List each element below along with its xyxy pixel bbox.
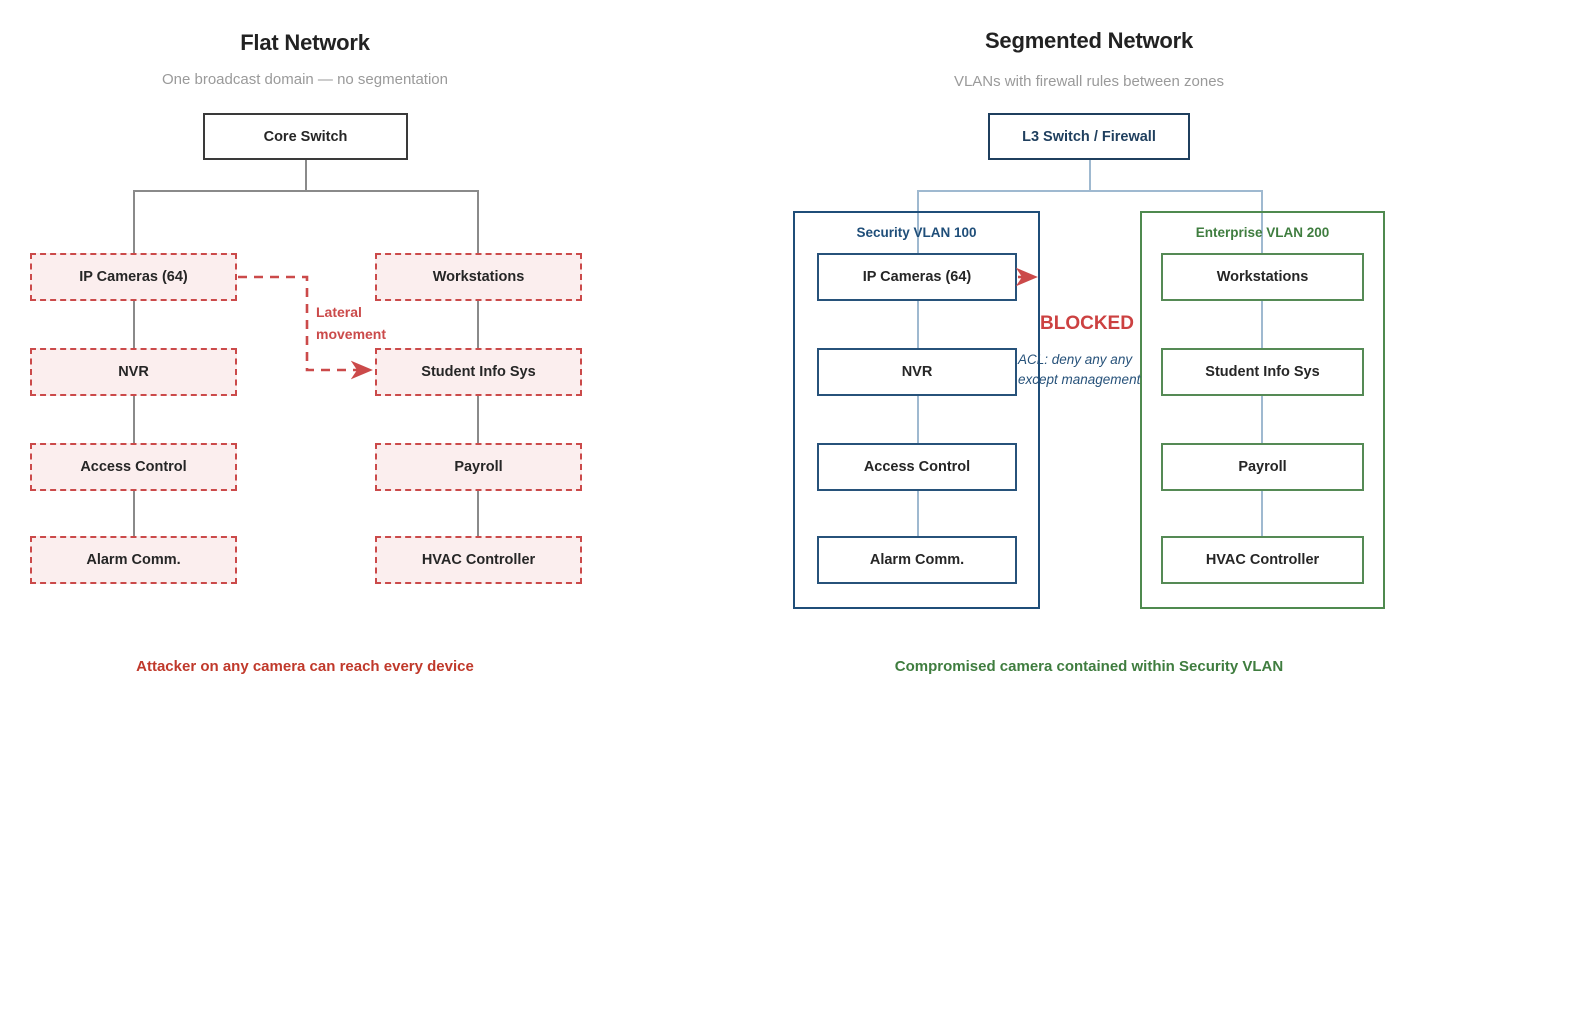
lateral-movement-line2: movement <box>316 325 387 342</box>
node-nvr[interactable]: NVR <box>30 348 237 396</box>
acl-line1: ACL: deny any any <box>1018 352 1133 367</box>
node-access-control[interactable]: Access Control <box>30 443 237 491</box>
node-sec-nvr[interactable]: NVR <box>817 348 1017 396</box>
node-hvac-controller[interactable]: HVAC Controller <box>375 536 582 584</box>
node-sec-alarm-comm[interactable]: Alarm Comm. <box>817 536 1017 584</box>
connector-sec-1 <box>917 301 919 348</box>
connector-ent-2 <box>1261 396 1263 443</box>
connector-right-3 <box>477 490 479 536</box>
node-l3-switch-firewall[interactable]: L3 Switch / Firewall <box>988 113 1190 160</box>
connector-ent-3 <box>1261 490 1263 536</box>
connector-right-2 <box>477 396 479 443</box>
connector-seg-bus-left <box>917 190 919 254</box>
vlan-group-security[interactable]: Security VLAN 100 <box>793 211 1040 609</box>
connector-root-down <box>305 160 307 190</box>
connector-sec-2 <box>917 396 919 443</box>
panel-subtitle-flat: One broadcast domain — no segmentation <box>161 71 448 88</box>
connector-bus-right <box>477 190 479 254</box>
annotation-acl-rule: ACL: deny any any except management <box>1018 350 1168 391</box>
node-alarm-comm[interactable]: Alarm Comm. <box>30 536 237 584</box>
node-ent-hvac-controller[interactable]: HVAC Controller <box>1161 536 1364 584</box>
node-sec-ip-cameras[interactable]: IP Cameras (64) <box>817 253 1017 301</box>
panel-segmented-network: Segmented Network VLANs with firewall ru… <box>700 0 1575 720</box>
connector-seg-bus <box>917 190 1262 192</box>
connector-left-2 <box>133 396 135 443</box>
lateral-movement-line1: Lateral <box>316 304 362 320</box>
node-core-switch[interactable]: Core Switch <box>203 113 408 160</box>
node-ent-workstations[interactable]: Workstations <box>1161 253 1364 301</box>
panel-caption-segmented: Compromised camera contained within Secu… <box>894 658 1284 675</box>
connector-right-1 <box>477 301 479 348</box>
panel-caption-flat: Attacker on any camera can reach every d… <box>136 658 474 675</box>
vlan-label-security: Security VLAN 100 <box>856 225 977 240</box>
panel-subtitle-segmented: VLANs with firewall rules between zones <box>953 73 1225 90</box>
connector-sec-3 <box>917 490 919 536</box>
connector-ent-1 <box>1261 301 1263 348</box>
connector-bus-left <box>133 190 135 254</box>
node-workstations[interactable]: Workstations <box>375 253 582 301</box>
node-ent-student-info-sys[interactable]: Student Info Sys <box>1161 348 1364 396</box>
vlan-group-enterprise[interactable]: Enterprise VLAN 200 <box>1140 211 1385 609</box>
connector-left-1 <box>133 301 135 348</box>
connector-bus <box>133 190 478 192</box>
node-sec-access-control[interactable]: Access Control <box>817 443 1017 491</box>
panel-title-segmented: Segmented Network <box>984 28 1194 53</box>
connector-seg-root-down <box>1089 160 1091 190</box>
connector-seg-bus-right <box>1261 190 1263 254</box>
node-payroll[interactable]: Payroll <box>375 443 582 491</box>
annotation-blocked: BLOCKED <box>1040 313 1134 334</box>
panel-title-flat: Flat Network <box>240 30 370 55</box>
connector-left-3 <box>133 490 135 536</box>
panel-flat-network: Flat Network One broadcast domain — no s… <box>0 0 700 720</box>
node-ip-cameras[interactable]: IP Cameras (64) <box>30 253 237 301</box>
vlan-label-enterprise: Enterprise VLAN 200 <box>1195 225 1330 240</box>
annotation-lateral-movement: Lateral movement <box>316 302 406 345</box>
node-ent-payroll[interactable]: Payroll <box>1161 443 1364 491</box>
acl-line2: except management <box>1018 372 1141 388</box>
node-student-info-sys[interactable]: Student Info Sys <box>375 348 582 396</box>
